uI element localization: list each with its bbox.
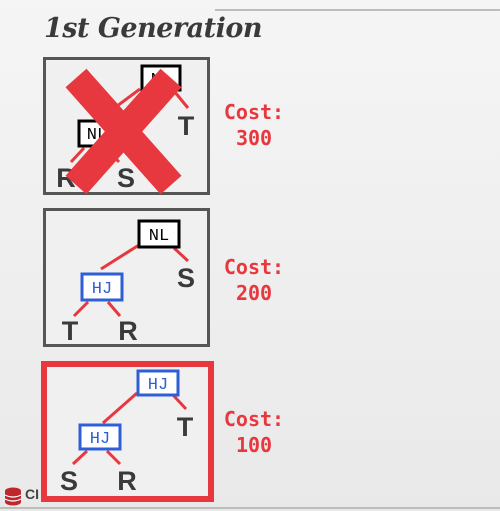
join-node-root-label: NL	[149, 227, 169, 246]
cost-value: 200	[235, 281, 273, 305]
cost-value: 300	[235, 126, 273, 150]
edge	[172, 246, 190, 263]
database-logo-icon	[4, 487, 22, 506]
join-node-inner	[80, 272, 124, 302]
leaf-relation: T	[62, 316, 79, 346]
cost-value: 100	[235, 433, 273, 457]
edge	[100, 243, 140, 271]
leaf-relation: S	[60, 466, 78, 496]
edge	[105, 449, 122, 466]
edge	[106, 301, 122, 317]
leaf-relation: R	[117, 466, 137, 496]
edge	[71, 449, 89, 466]
top-divider	[215, 9, 500, 11]
leaf-relation: S	[117, 163, 135, 193]
footer-text: CI	[25, 486, 39, 502]
cost-label: Cost:	[223, 407, 285, 431]
join-node-inner-label: HJ	[90, 430, 110, 449]
leaf-relation: T	[178, 111, 195, 141]
edge	[171, 393, 188, 411]
rejected-x-icon	[65, 68, 182, 195]
edge	[172, 90, 190, 109]
cost-label: Cost:	[223, 255, 285, 279]
plan-1-cost: Cost: 300	[218, 99, 290, 151]
bottom-divider	[0, 507, 500, 509]
join-node-inner-label: HJ	[92, 280, 112, 299]
cost-label: Cost:	[223, 100, 285, 124]
leaf-relation: S	[177, 263, 195, 293]
plan-tree-2: NL HJ T R S	[62, 219, 195, 346]
plan-panel-3-selected: HJ HJ S R T	[41, 361, 214, 502]
edge	[72, 300, 90, 318]
leaf-relation: R	[118, 316, 138, 346]
plan-panel-1: NL NL R S T	[43, 57, 210, 195]
plan-2-cost: Cost: 200	[218, 254, 290, 306]
edge	[102, 391, 138, 425]
plan-tree-1: NL NL R S T	[56, 64, 195, 195]
section-title: 1st Generation	[44, 13, 263, 44]
plan-tree-3: HJ HJ S R T	[60, 369, 194, 496]
join-node-root	[137, 219, 181, 249]
plan-3-cost: Cost: 100	[218, 406, 290, 458]
edge	[69, 146, 86, 164]
join-node-root-label: HJ	[148, 376, 168, 395]
plan-panel-2: NL HJ T R S	[43, 208, 210, 347]
join-node-inner	[78, 423, 122, 451]
join-node-root	[136, 369, 180, 397]
leaf-relation: T	[177, 412, 194, 442]
